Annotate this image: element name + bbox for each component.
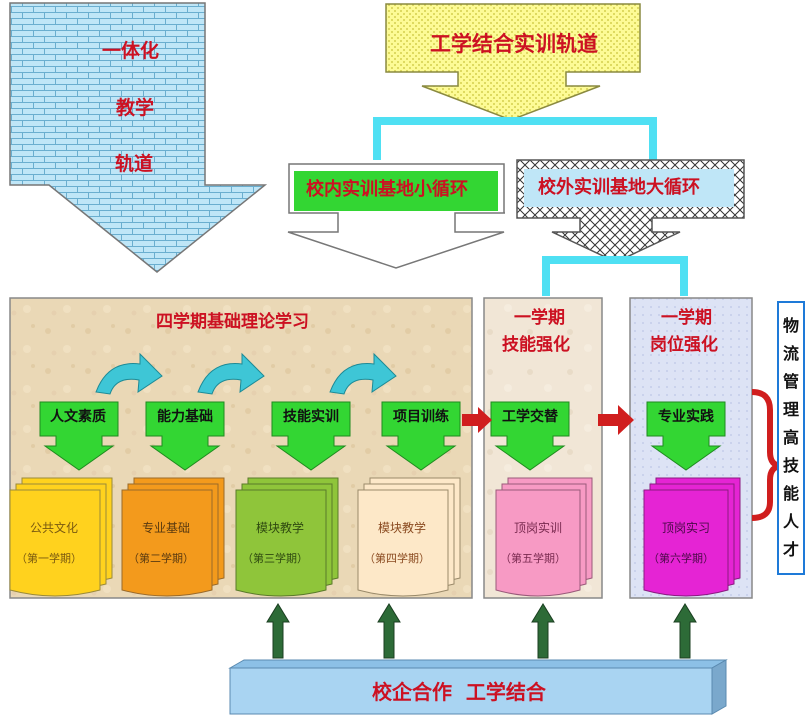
integrated-track-label-2: 教学 <box>116 97 155 119</box>
green-boxes <box>39 401 726 471</box>
module-doc-1 <box>9 477 113 597</box>
red-arrow-icon <box>598 405 634 435</box>
green-arrow-box <box>646 401 726 471</box>
module-name-5: 顶岗实训 <box>514 521 563 535</box>
integrated-track-label-3: 轨道 <box>115 153 154 175</box>
green-arrow-box <box>490 401 570 471</box>
green-box-label-2: 能力基础 <box>157 409 213 425</box>
module-term-2: （第二学期） <box>128 552 194 565</box>
module-name-4: 模块教学 <box>378 521 427 535</box>
result-label-box <box>777 301 805 575</box>
up-arrow-icon <box>673 603 697 659</box>
curved-arrow-icon <box>329 352 397 395</box>
progression-curved-arrows <box>95 352 397 395</box>
result-char-3: 管 <box>782 372 799 391</box>
module-term-5: （第五学期） <box>500 552 566 565</box>
offcampus-loop-label-box <box>524 169 734 207</box>
module-term-4: （第四学期） <box>364 552 430 565</box>
green-arrow-box <box>381 401 461 471</box>
module-doc-6 <box>643 477 741 597</box>
support-arrows <box>266 603 697 659</box>
result-char-1: 物 <box>782 316 799 335</box>
green-box-label-1: 人文素质 <box>50 409 106 425</box>
campus-loop-label: 校内实训基地小循环 <box>306 179 468 200</box>
skill-panel-title-1: 一学期 <box>514 308 565 328</box>
campus-loop-label-box <box>294 171 498 211</box>
result-char-4: 理 <box>782 400 799 419</box>
module-doc-3 <box>235 477 339 597</box>
green-box-label-5: 工学交替 <box>502 409 558 425</box>
green-box-label-3: 技能实训 <box>283 409 339 425</box>
offcampus-loop-label: 校外实训基地大循环 <box>538 177 700 198</box>
green-box-label-6: 专业实践 <box>658 409 714 425</box>
bottom-bar-label: 校企合作 工学结合 <box>372 680 546 704</box>
integrated-track-arrow <box>9 2 268 273</box>
cyan-split-connector <box>373 117 657 160</box>
green-arrow-box <box>39 401 119 471</box>
result-char-9: 才 <box>782 540 799 559</box>
curved-arrow-icon <box>197 352 265 395</box>
result-char-8: 人 <box>782 512 799 531</box>
up-arrow-icon <box>531 603 555 659</box>
module-term-1: （第一学期） <box>16 552 82 565</box>
work-study-track-arrow <box>385 3 641 121</box>
result-char-5: 高 <box>782 428 799 447</box>
post-panel-title-2: 岗位强化 <box>650 335 718 355</box>
theory-panel-title: 四学期基础理论学习 <box>156 312 309 332</box>
up-arrow-icon <box>377 603 401 659</box>
module-name-6: 顶岗实习 <box>662 521 711 535</box>
result-char-7: 能 <box>782 484 799 503</box>
module-doc-2 <box>121 477 225 597</box>
module-doc-5 <box>495 477 593 597</box>
module-doc-4 <box>357 477 461 597</box>
bottom-bar <box>228 659 728 715</box>
work-study-track-label: 工学结合实训轨道 <box>430 32 598 56</box>
green-arrow-box <box>271 401 351 471</box>
up-arrow-icon <box>266 603 290 659</box>
skill-panel-title-2: 技能强化 <box>502 335 570 355</box>
module-name-2: 专业基础 <box>142 521 191 535</box>
green-box-label-4: 项目训练 <box>393 409 449 425</box>
post-panel-title-1: 一学期 <box>661 308 712 328</box>
module-name-3: 模块教学 <box>256 521 305 535</box>
integrated-track-label-1: 一体化 <box>102 40 160 62</box>
module-term-6: （第六学期） <box>648 552 714 565</box>
module-name-1: 公共文化 <box>30 521 79 535</box>
red-arrow-icon <box>462 407 492 433</box>
module-term-3: （第三学期） <box>242 552 308 565</box>
cyan-panel-connector <box>542 256 688 296</box>
result-char-6: 技 <box>782 456 799 475</box>
module-documents <box>9 477 741 597</box>
green-arrow-box <box>145 401 225 471</box>
curved-arrow-icon <box>95 352 163 395</box>
result-char-2: 流 <box>782 344 799 363</box>
